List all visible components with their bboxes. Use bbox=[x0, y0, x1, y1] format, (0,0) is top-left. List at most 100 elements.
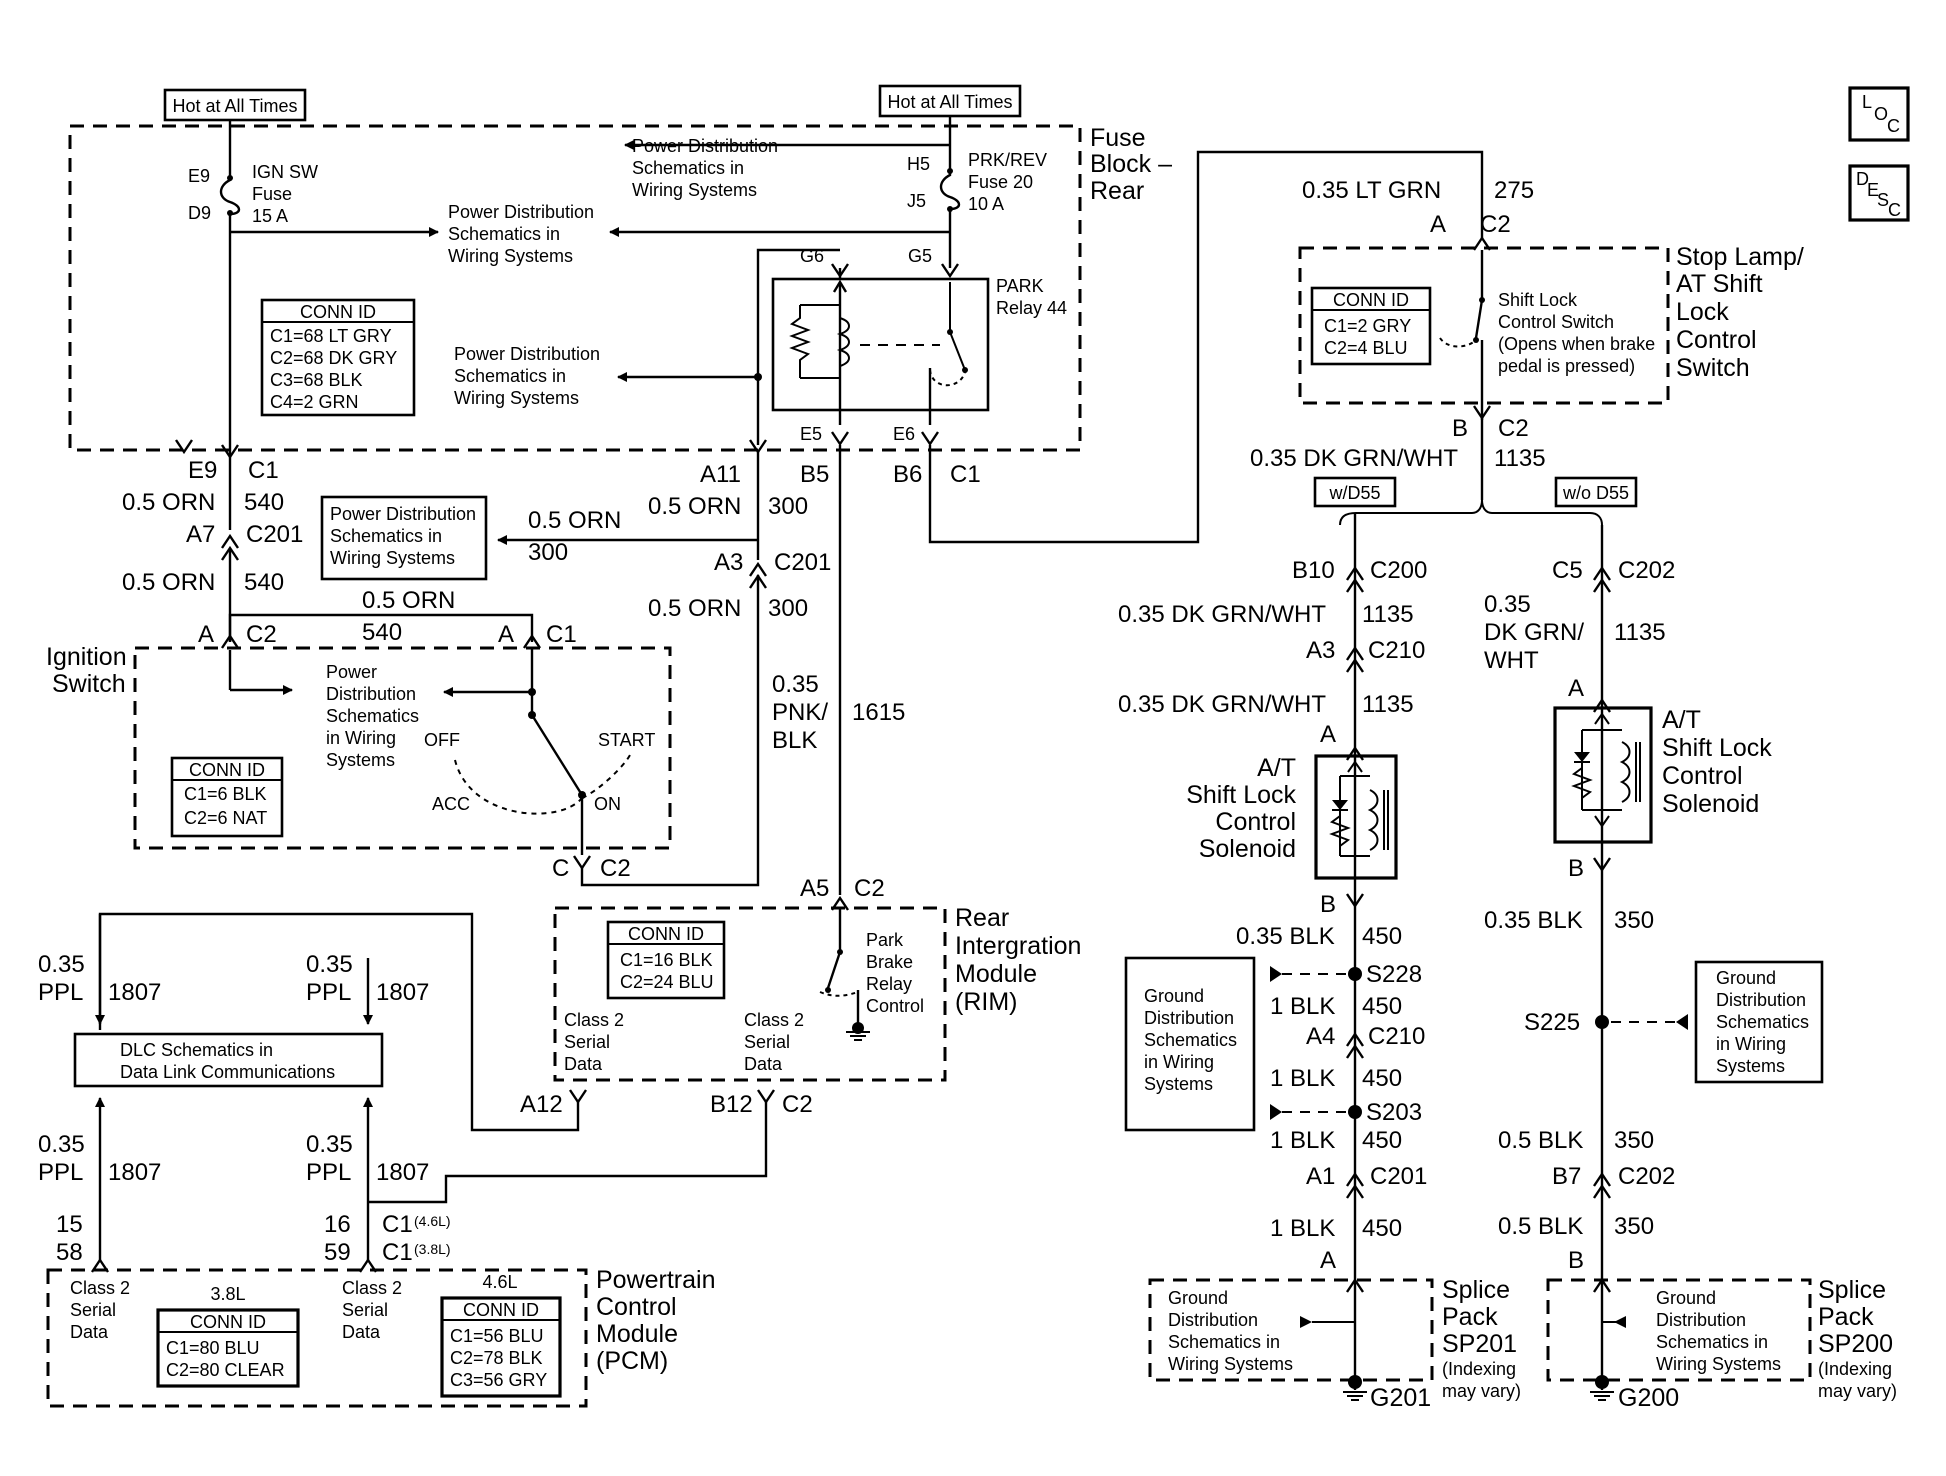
svg-text:C202: C202 bbox=[1618, 1163, 1675, 1190]
svg-text:Switch: Switch bbox=[1676, 354, 1750, 382]
svg-text:C210: C210 bbox=[1368, 637, 1425, 664]
conn-a5-c2: A5 C2 bbox=[800, 875, 885, 911]
svg-text:Shift Lock: Shift Lock bbox=[1662, 734, 1772, 762]
svg-text:Intergration: Intergration bbox=[955, 932, 1081, 960]
svg-text:w/D55: w/D55 bbox=[1328, 483, 1380, 503]
svg-text:Shift Lock: Shift Lock bbox=[1498, 290, 1578, 310]
rim-class2-left-label: Class 2 Serial Data bbox=[564, 1010, 624, 1074]
wire-450-e: 1 BLK 450 bbox=[1270, 1215, 1402, 1242]
svg-text:A/T: A/T bbox=[1257, 754, 1296, 782]
svg-text:Distribution: Distribution bbox=[1168, 1310, 1258, 1330]
svg-text:B6: B6 bbox=[893, 461, 922, 488]
svg-text:PPL: PPL bbox=[306, 979, 351, 1006]
svg-text:PRK/REV: PRK/REV bbox=[968, 150, 1047, 170]
svg-text:Power Distribution: Power Distribution bbox=[632, 136, 778, 156]
svg-text:(RIM): (RIM) bbox=[955, 988, 1017, 1016]
svg-text:1135: 1135 bbox=[1362, 601, 1414, 628]
wire-350-a: 0.35 BLK 350 bbox=[1484, 907, 1654, 934]
ignition-switch-outline bbox=[133, 646, 672, 850]
svg-text:0.35 DK GRN/WHT: 0.35 DK GRN/WHT bbox=[1118, 691, 1326, 718]
svg-text:C2=4 BLU: C2=4 BLU bbox=[1324, 338, 1408, 358]
svg-text:Serial: Serial bbox=[70, 1300, 116, 1320]
svg-text:450: 450 bbox=[1362, 923, 1402, 950]
solenoid-left-title: A/T Shift Lock Control Solenoid bbox=[1186, 754, 1296, 863]
svg-text:Class 2: Class 2 bbox=[342, 1278, 402, 1298]
svg-text:C1=68 LT GRY: C1=68 LT GRY bbox=[270, 326, 392, 346]
wire-1135-b: 0.35 DK GRN/WHT 1135 bbox=[1118, 601, 1414, 628]
svg-text:Wiring Systems: Wiring Systems bbox=[454, 388, 579, 408]
svg-text:10 A: 10 A bbox=[968, 194, 1004, 214]
svg-text:Control: Control bbox=[866, 996, 924, 1016]
svg-text:A/T: A/T bbox=[1662, 706, 1701, 734]
conn-ign-c-c2: C C2 bbox=[552, 855, 631, 882]
gd-ref-right-box: Ground Distribution Schematics in Wiring… bbox=[1694, 960, 1824, 1084]
wire-300-c: 0.5 ORN 300 bbox=[648, 595, 808, 622]
wire-1135-a: 0.35 DK GRN/WHT 1135 bbox=[1250, 445, 1546, 472]
svg-text:PPL: PPL bbox=[38, 979, 83, 1006]
wire-540-b: 0.5 ORN 540 bbox=[122, 569, 284, 596]
svg-text:450: 450 bbox=[1362, 993, 1402, 1020]
svg-text:540: 540 bbox=[244, 489, 284, 516]
svg-text:A: A bbox=[498, 621, 514, 648]
rim-outline bbox=[553, 906, 947, 1082]
svg-text:Schematics in: Schematics in bbox=[330, 526, 442, 546]
conn-a-c2-stop: A C2 bbox=[1430, 211, 1511, 251]
svg-text:B5: B5 bbox=[800, 461, 829, 488]
svg-text:0.5 ORN: 0.5 ORN bbox=[648, 493, 741, 520]
svg-text:Fuse 20: Fuse 20 bbox=[968, 172, 1033, 192]
svg-text:B: B bbox=[1320, 891, 1336, 918]
svg-text:C201: C201 bbox=[246, 521, 303, 548]
svg-text:CONN ID: CONN ID bbox=[300, 302, 376, 322]
conn-id-ignition: CONN ID C1=6 BLK C2=6 NAT bbox=[170, 756, 284, 838]
conn-a1-c201: A1 C201 bbox=[1306, 1163, 1427, 1199]
svg-text:450: 450 bbox=[1362, 1215, 1402, 1242]
pcm-pins-right: 16 59 bbox=[324, 1211, 377, 1273]
svg-text:CONN ID: CONN ID bbox=[1333, 290, 1409, 310]
desc-icon[interactable]: D E S C bbox=[1848, 164, 1910, 222]
svg-text:C2=78 BLK: C2=78 BLK bbox=[450, 1348, 543, 1368]
svg-text:450: 450 bbox=[1362, 1127, 1402, 1154]
svg-text:Module: Module bbox=[955, 960, 1037, 988]
svg-text:PARK: PARK bbox=[996, 276, 1044, 296]
svg-text:0.5 ORN: 0.5 ORN bbox=[648, 595, 741, 622]
hot-at-all-times-left: Hot at All Times bbox=[163, 88, 307, 122]
svg-text:350: 350 bbox=[1614, 907, 1654, 934]
loc-icon[interactable]: L O C bbox=[1848, 86, 1910, 142]
svg-text:Shift Lock: Shift Lock bbox=[1186, 781, 1296, 809]
conn-b12-c2: B12 C2 bbox=[710, 1089, 813, 1118]
svg-text:A1: A1 bbox=[1306, 1163, 1335, 1190]
svg-text:Stop Lamp/: Stop Lamp/ bbox=[1676, 243, 1804, 271]
rim-title: Rear Intergration Module (RIM) bbox=[955, 904, 1081, 1016]
svg-text:Power Distribution: Power Distribution bbox=[448, 202, 594, 222]
wire-300-a: 0.5 ORN 300 bbox=[648, 493, 808, 520]
svg-text:C3=68 BLK: C3=68 BLK bbox=[270, 370, 363, 390]
svg-text:350: 350 bbox=[1614, 1213, 1654, 1240]
svg-text:Distribution: Distribution bbox=[1656, 1310, 1746, 1330]
svg-text:Hot at All Times: Hot at All Times bbox=[172, 96, 297, 116]
svg-text:350: 350 bbox=[1614, 1127, 1654, 1154]
svg-text:PNK/: PNK/ bbox=[772, 699, 828, 726]
wire-1807-c: 0.35 PPL 1807 bbox=[38, 1131, 161, 1186]
gd-ref-sp200: Ground Distribution Schematics in Wiring… bbox=[1602, 1288, 1781, 1374]
svg-text:E5: E5 bbox=[800, 424, 822, 444]
conn-a11-b5-b6: A11 B5 B6 C1 bbox=[700, 461, 981, 488]
svg-text:D9: D9 bbox=[188, 203, 211, 223]
svg-text:C1: C1 bbox=[382, 1211, 413, 1238]
svg-text:300: 300 bbox=[768, 493, 808, 520]
svg-text:Fuse: Fuse bbox=[1090, 124, 1146, 152]
splice-pack-sp201-outline bbox=[1148, 1278, 1434, 1382]
svg-text:A7: A7 bbox=[186, 521, 215, 548]
svg-text:C1: C1 bbox=[248, 457, 279, 484]
svg-text:540: 540 bbox=[362, 619, 402, 646]
svg-text:(Opens when brake: (Opens when brake bbox=[1498, 334, 1655, 354]
svg-text:0.35: 0.35 bbox=[38, 951, 85, 978]
svg-text:C1=2 GRY: C1=2 GRY bbox=[1324, 316, 1411, 336]
svg-text:in Wiring: in Wiring bbox=[326, 728, 396, 748]
svg-text:A3: A3 bbox=[1306, 637, 1335, 664]
conn-b-c2-stop: B C2 bbox=[1452, 405, 1529, 442]
svg-text:Power: Power bbox=[326, 662, 377, 682]
pd-ref-1: Power Distribution Schematics in Wiring … bbox=[448, 202, 594, 266]
svg-text:Rear: Rear bbox=[955, 904, 1009, 932]
svg-text:CONN ID: CONN ID bbox=[189, 760, 265, 780]
